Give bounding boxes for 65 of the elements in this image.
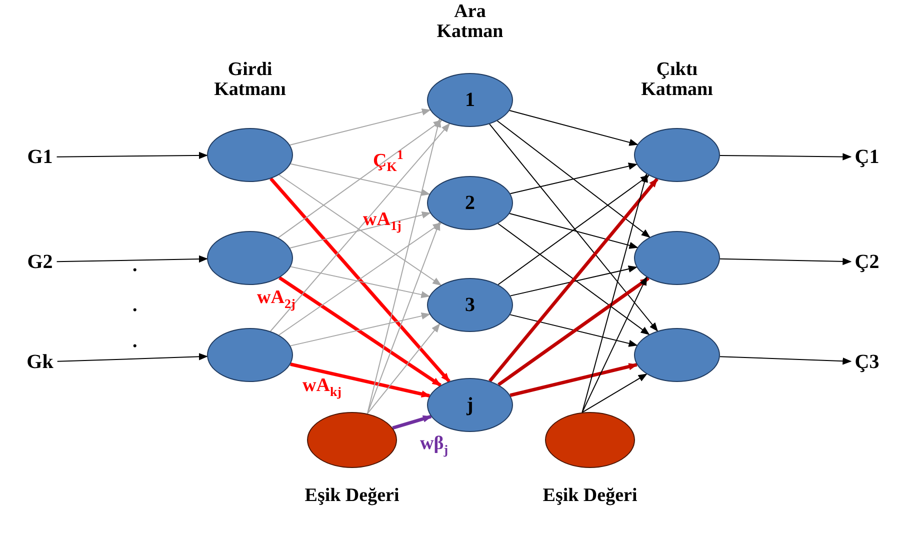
- arrow: [270, 178, 450, 382]
- arrow: [498, 276, 650, 386]
- ellipsis-dot: .: [132, 296, 138, 316]
- arrow: [497, 223, 650, 335]
- arrow: [270, 123, 450, 332]
- arrow: [289, 108, 431, 146]
- signal-label: Ç1: [854, 146, 880, 168]
- arrow: [510, 162, 638, 194]
- neuron-label: j: [466, 394, 474, 416]
- arrow: [498, 174, 650, 286]
- neuron-circle: [634, 128, 720, 182]
- arrow: [290, 312, 430, 346]
- layer-heading: Çıktı Katmanı: [640, 60, 714, 100]
- arrow: [510, 363, 638, 397]
- arrow: [582, 374, 648, 413]
- arrow: [510, 265, 638, 296]
- weight-label: wA$_{kj}$: [302, 376, 342, 398]
- arrow: [290, 163, 430, 196]
- signal-label: Gk: [26, 350, 54, 374]
- neuron-circle: [634, 231, 720, 285]
- node-label: Eşik Değeri: [304, 485, 400, 507]
- arrow: [278, 276, 442, 387]
- neuron-label: 3: [465, 294, 475, 316]
- ellipsis-dot: .: [132, 256, 138, 276]
- arrow: [392, 414, 432, 430]
- arrow: [720, 153, 852, 160]
- ellipsis-dot: .: [132, 332, 138, 352]
- weight-label: wA$_{2j}$: [257, 288, 296, 310]
- arrow: [582, 276, 648, 413]
- layer-heading: Ara Katman: [436, 2, 504, 42]
- arrow: [56, 152, 208, 160]
- arrow: [56, 255, 208, 263]
- arrow: [366, 323, 440, 414]
- arrow: [509, 213, 638, 249]
- signal-label: G2: [27, 250, 53, 274]
- signal-label: G1: [27, 146, 53, 168]
- neuron-circle: [634, 328, 720, 382]
- arrow: [496, 120, 650, 238]
- arrow: [582, 173, 648, 413]
- node-label: Eşik Değeri: [542, 485, 638, 507]
- arrow: [278, 174, 442, 286]
- arrow: [719, 356, 852, 365]
- arrow: [278, 222, 442, 336]
- neuron-circle: [427, 278, 513, 332]
- neuron-label: 2: [465, 192, 475, 214]
- layer-heading: Girdi Katmanı: [213, 60, 287, 100]
- arrow: [488, 178, 658, 382]
- weight-label: wA$_{1j}$: [363, 210, 402, 232]
- signal-label: Ç2: [854, 250, 880, 274]
- arrow: [509, 110, 638, 146]
- weight-label: wβ$_{j}$: [420, 434, 448, 456]
- arrow: [366, 118, 442, 414]
- arrow: [290, 362, 430, 398]
- arrow: [366, 221, 440, 414]
- arrow: [489, 124, 658, 332]
- arrow: [719, 258, 852, 266]
- arrow: [278, 120, 442, 238]
- arrow: [290, 266, 430, 298]
- arrow: [289, 211, 431, 249]
- neuron-label: 1: [465, 88, 475, 112]
- neuron-circle: [427, 378, 513, 432]
- signal-label: Ç3: [854, 350, 880, 374]
- neuron-circle: [427, 176, 513, 230]
- arrow: [510, 314, 638, 347]
- arrow: [56, 353, 208, 362]
